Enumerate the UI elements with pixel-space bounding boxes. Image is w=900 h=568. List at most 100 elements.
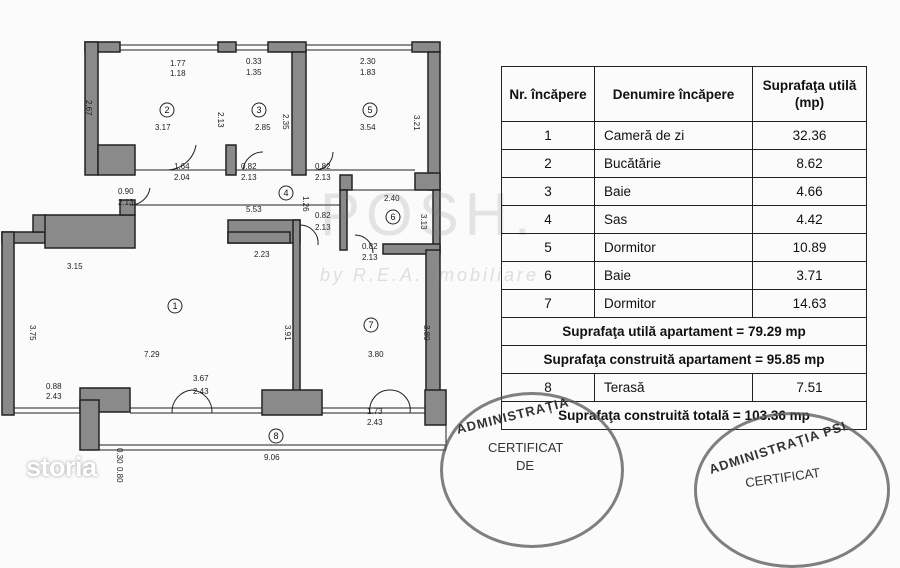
terrace-row: 8 Terasă 7.51 — [501, 373, 867, 402]
cell-nr: 7 — [501, 289, 595, 318]
total-util-row: Suprafaţa utilă apartament = 79.29 mp — [501, 317, 867, 346]
dimension-label: 3.80 — [422, 325, 431, 341]
watermark-subtitle: by R.E.A. Imobiliare — [320, 265, 540, 285]
plan-lines — [14, 44, 447, 451]
room-number: 4 — [283, 188, 288, 198]
room-circle — [167, 298, 183, 314]
header-nr: Nr. încăpere — [501, 66, 595, 122]
dimension-label: 0.33 — [246, 57, 262, 66]
dimension-label: 3.21 — [412, 115, 421, 131]
dimension-label: 1.26 — [301, 196, 310, 212]
dimension-label: 7.29 — [144, 350, 160, 359]
room-number: 3 — [256, 105, 261, 115]
dimension-label: 2.13 — [315, 173, 331, 182]
room-area-table: Nr. încăpere Denumire încăpere Suprafaţa… — [501, 66, 867, 430]
dimension-label: 2.43 — [367, 418, 383, 427]
cell-name: Baie — [594, 177, 753, 206]
dimension-label: 0.82 — [241, 162, 257, 171]
room-circle — [385, 209, 401, 225]
dimension-label: 1.73 — [367, 407, 383, 416]
total-util: Suprafaţa utilă apartament = 79.29 mp — [501, 317, 867, 346]
dimension-label: 2.30 — [360, 57, 376, 66]
storia-logo: storia — [26, 452, 97, 482]
cell-area: 10.89 — [752, 233, 867, 262]
stamp-left-de: DE — [516, 458, 535, 473]
dimension-label: 3.15 — [67, 262, 83, 271]
cell-nr: 1 — [501, 121, 595, 150]
dimension-labels: 1.771.18 0.33 1.35 2.30 1.83 2.67 2.13 2.35 3.21… — [28, 57, 431, 483]
dimension-label: 1.18 — [170, 69, 186, 78]
dimension-label: 1.35 — [246, 68, 262, 77]
table-header-row: Nr. încăpere Denumire încăpere Suprafaţa… — [501, 66, 867, 122]
dimension-label: 0.82 — [315, 211, 331, 220]
dimension-label: 1.77 — [170, 59, 186, 68]
dimension-label: 2.13 — [216, 112, 225, 128]
dimension-label: 0.82 — [315, 162, 331, 171]
room-number: 2 — [164, 105, 169, 115]
terrace-name: Terasă — [594, 373, 753, 402]
dimension-label: 2.40 — [384, 194, 400, 203]
dimension-label: 3.80 — [368, 350, 384, 359]
cell-name: Cameră de zi — [594, 121, 753, 150]
room-number: 6 — [390, 212, 395, 222]
room-number: 1 — [172, 301, 177, 311]
dimension-label: 2.13 — [241, 173, 257, 182]
room-circle — [159, 102, 175, 118]
dimension-label: 2.67 — [84, 100, 93, 116]
cell-name: Dormitor — [594, 289, 753, 318]
room-circle — [362, 102, 378, 118]
room-circle — [278, 185, 294, 201]
total-construit-row: Suprafaţa construită apartament = 95.85 … — [501, 345, 867, 374]
dimension-label: 3.13 — [419, 214, 428, 230]
dimension-label: 5.53 — [246, 205, 262, 214]
dimension-label: 9.06 — [264, 453, 280, 462]
dimension-label: 3.17 — [155, 123, 171, 132]
dimension-label: 3.91 — [283, 325, 292, 341]
room-number: 8 — [273, 431, 278, 441]
dimension-label: 0.82 — [362, 242, 378, 251]
dimension-label: 2.43 — [193, 387, 209, 396]
cell-nr: 3 — [501, 177, 595, 206]
cell-area: 14.63 — [752, 289, 867, 318]
dimension-label: 3.75 — [28, 325, 37, 341]
plan-walls — [1, 41, 447, 451]
dimension-label: 2.04 — [174, 173, 190, 182]
header-name: Denumire încăpere — [594, 66, 753, 122]
dimension-label: 2.13 — [362, 253, 378, 262]
cell-nr: 4 — [501, 205, 595, 234]
cell-name: Baie — [594, 261, 753, 290]
room-circle — [363, 317, 379, 333]
dimension-label: 2.13 — [118, 198, 134, 207]
cell-name: Dormitor — [594, 233, 753, 262]
room-number: 7 — [368, 320, 373, 330]
dimension-label: 0.30 — [115, 448, 124, 464]
dimension-label: 2.85 — [255, 123, 271, 132]
dimension-label: 0.80 — [115, 467, 124, 483]
dimension-label: 1.83 — [360, 68, 376, 77]
cell-nr: 6 — [501, 261, 595, 290]
dimension-label: 2.23 — [254, 250, 270, 259]
dimension-label: 0.90 — [118, 187, 134, 196]
room-circle — [268, 428, 284, 444]
room-circle — [251, 102, 267, 118]
cell-name: Sas — [594, 205, 753, 234]
dimension-label: 3.54 — [360, 123, 376, 132]
cell-area: 4.66 — [752, 177, 867, 206]
header-area: Suprafaţa utilă (mp) — [752, 66, 867, 122]
dimension-label: 0.88 — [46, 382, 62, 391]
dimension-label: 3.67 — [193, 374, 209, 383]
dimension-label: 2.35 — [281, 114, 290, 130]
cell-name: Bucătărie — [594, 149, 753, 178]
floor-plan: 1.771.18 0.33 1.35 2.30 1.83 2.67 2.13 2.35 3.21… — [1, 41, 447, 483]
total-construit: Suprafaţa construită apartament = 95.85 … — [501, 345, 867, 374]
room-number: 5 — [367, 105, 372, 115]
terrace-area: 7.51 — [752, 373, 867, 402]
